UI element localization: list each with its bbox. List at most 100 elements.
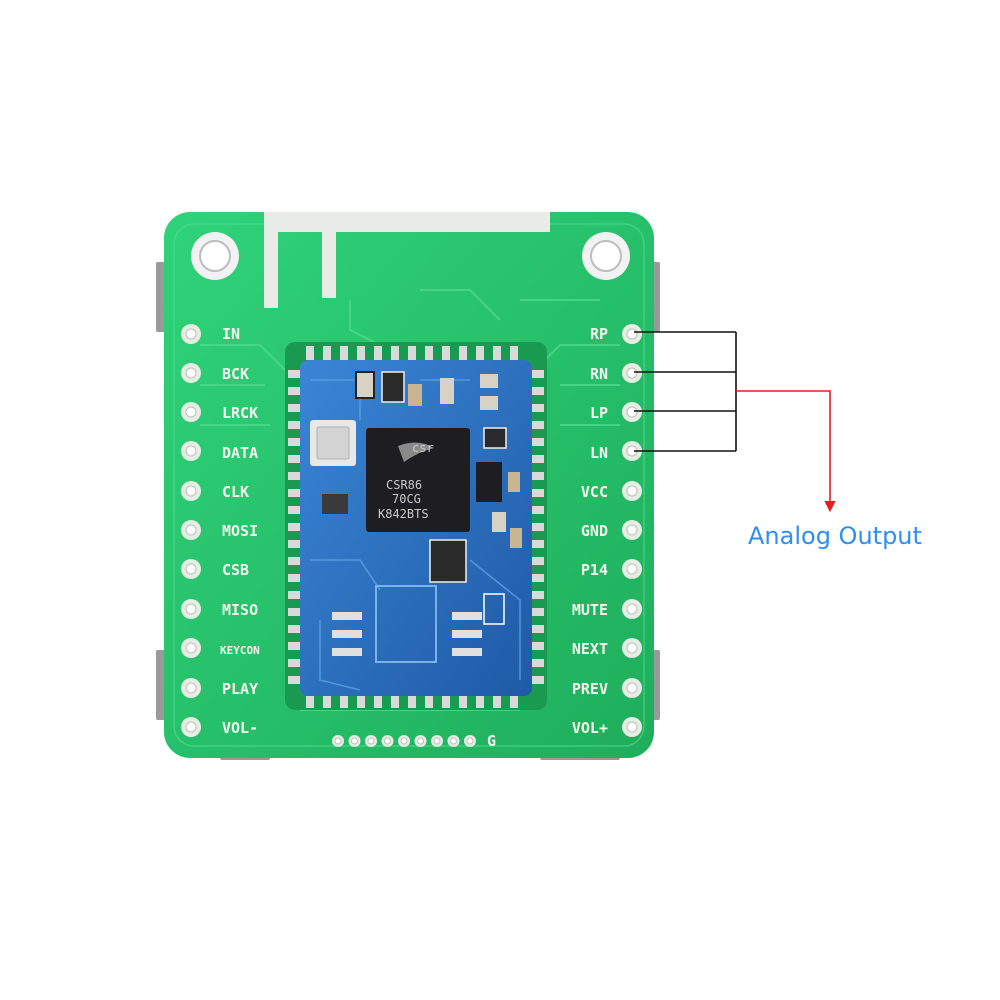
antenna-trace	[264, 212, 550, 308]
module-castellation	[323, 346, 331, 360]
pin-pad-left-hole	[185, 721, 197, 733]
module-castellation	[476, 696, 484, 708]
mounting-hole-left	[191, 232, 239, 280]
module-castellation	[288, 676, 300, 684]
module-castellation	[493, 346, 501, 360]
pin-label-left: VOL-	[222, 719, 258, 737]
module-castellation	[532, 540, 544, 548]
pin-pad-left-hole	[185, 524, 197, 536]
pin-label-right: VOL+	[572, 719, 608, 737]
module-castellation	[288, 438, 300, 446]
pin-label-right: LP	[590, 404, 608, 422]
module-castellation	[323, 696, 331, 708]
module-castellation	[288, 387, 300, 395]
pin-label-left: DATA	[222, 444, 258, 462]
module-castellation	[288, 659, 300, 667]
analog-output-label: Analog Output	[748, 522, 922, 550]
pin-label-left: IN	[222, 325, 240, 343]
module-castellation	[532, 438, 544, 446]
module-castellation	[425, 696, 433, 708]
module-castellation	[532, 608, 544, 616]
module-castellation	[288, 421, 300, 429]
module-castellation	[374, 696, 382, 708]
pin-label-right: GND	[581, 522, 608, 540]
pin-label-right: P14	[581, 561, 608, 579]
pin-label-right: NEXT	[572, 640, 608, 658]
module-castellation	[532, 659, 544, 667]
module-castellation	[288, 472, 300, 480]
bottom-header-pad-hole	[334, 737, 342, 745]
module-castellation	[374, 346, 382, 360]
pin-label-right: RN	[590, 365, 608, 383]
module-castellation	[288, 625, 300, 633]
module-castellation	[493, 696, 501, 708]
pin-pad-left-hole	[185, 328, 197, 340]
pin-label-left: MISO	[222, 601, 258, 619]
pin-pad-right-hole	[626, 721, 638, 733]
module-castellation	[459, 696, 467, 708]
module-castellation	[288, 557, 300, 565]
module-castellation	[510, 696, 518, 708]
pin-pad-right-hole	[626, 367, 638, 379]
module-castellation	[532, 455, 544, 463]
pin-pad-left-hole	[185, 485, 197, 497]
module-castellation	[408, 696, 416, 708]
module-castellation	[288, 523, 300, 531]
pin-label-right: RP	[590, 325, 608, 343]
pin-pad-right-hole	[626, 603, 638, 615]
module-castellation	[288, 591, 300, 599]
module-castellation	[532, 557, 544, 565]
left-pin-pads	[181, 324, 201, 737]
module-castellation	[288, 540, 300, 548]
smd-components	[322, 371, 522, 663]
module-castellation	[510, 346, 518, 360]
pin-label-left: CSB	[222, 561, 249, 579]
module-castellation	[357, 696, 365, 708]
module-castellation	[408, 346, 416, 360]
bottom-header-pad-hole	[450, 737, 457, 745]
bottom-header-pad-hole	[400, 737, 408, 745]
bottom-header-pad-hole	[384, 737, 391, 745]
pin-label-left: BCK	[222, 365, 249, 383]
module-castellation	[288, 574, 300, 582]
module-castellation	[532, 489, 544, 497]
chip-brand: csr	[412, 441, 434, 455]
bottom-header-label: G	[487, 732, 496, 750]
module-castellation	[391, 696, 399, 708]
analog-output-arrow	[736, 390, 836, 513]
module-castellation	[391, 346, 399, 360]
module-castellation	[532, 625, 544, 633]
module-castellation	[459, 346, 467, 360]
pin-pad-left-hole	[185, 682, 197, 694]
module-castellation	[532, 676, 544, 684]
csr8670-chip: csr CSR86 70CG K842BTS	[366, 428, 470, 532]
pin-label-right: LN	[590, 444, 608, 462]
chip-line-3: K842BTS	[378, 507, 429, 521]
chip-line-1: CSR86	[386, 478, 422, 492]
module-castellation	[532, 523, 544, 531]
module-castellation	[288, 370, 300, 378]
module-castellation	[288, 608, 300, 616]
bottom-header-pads	[332, 735, 476, 747]
module-castellation	[532, 421, 544, 429]
bottom-header-pad-hole	[466, 737, 474, 745]
module-castellation	[476, 346, 484, 360]
pin-label-right: PREV	[572, 680, 608, 698]
pin-label-right: MUTE	[572, 601, 608, 619]
module-castellation	[442, 696, 450, 708]
module-castellations	[288, 346, 544, 708]
pin-label-left: MOSI	[222, 522, 258, 540]
module-castellation	[532, 506, 544, 514]
pin-pad-right-hole	[626, 485, 638, 497]
module-castellation	[288, 455, 300, 463]
pin-label-right: VCC	[581, 483, 608, 501]
bottom-header-pad-hole	[417, 737, 424, 745]
pin-label-left: LRCK	[222, 404, 258, 422]
module-castellation	[357, 346, 365, 360]
module-castellation	[340, 696, 348, 708]
pin-label-left: CLK	[222, 483, 249, 501]
module-castellation	[442, 346, 450, 360]
pin-pad-left-hole	[185, 603, 197, 615]
module-castellation	[532, 370, 544, 378]
